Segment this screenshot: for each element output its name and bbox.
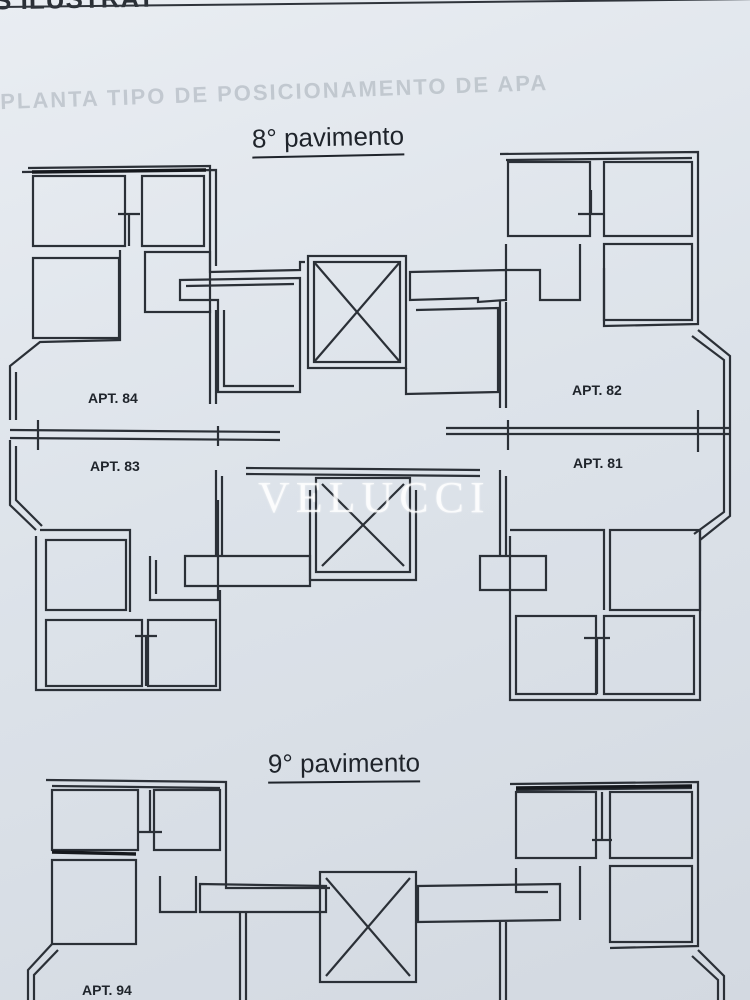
wall-9-left-kitchen bbox=[198, 882, 328, 914]
room-bottom-left-3 bbox=[146, 618, 218, 688]
room-9-left-2 bbox=[152, 788, 222, 852]
room-left-service bbox=[143, 250, 212, 314]
wall-9-left-service bbox=[158, 876, 198, 914]
wall-9-right-divider bbox=[498, 922, 508, 1000]
wall-right-kitchen-2 bbox=[404, 306, 500, 396]
wall-9-right-outer bbox=[691, 949, 726, 1000]
wall-right-outer bbox=[691, 329, 732, 541]
wall-9-tee-left bbox=[138, 790, 162, 834]
wall-outline-apt-84 bbox=[27, 164, 305, 274]
room-bottom-right-3 bbox=[602, 614, 696, 696]
wall-right-service bbox=[504, 244, 582, 302]
elevator-cross-9 bbox=[325, 877, 411, 977]
heavy-wall-top-left-9 bbox=[51, 850, 137, 856]
wall-outline-right-top bbox=[499, 150, 700, 328]
wall-left-lower bbox=[8, 440, 43, 531]
elevator-core-upper bbox=[306, 254, 408, 370]
wall-core-lower-sides bbox=[308, 490, 418, 582]
apartment-label-84: APT. 84 bbox=[88, 390, 138, 406]
room-top-right-2 bbox=[602, 160, 694, 238]
heavy-wall-top-left bbox=[31, 168, 207, 174]
wall-right-kitchen bbox=[408, 268, 508, 304]
wall-tee-right-bottom bbox=[584, 636, 610, 694]
wall-right-lower-service bbox=[478, 554, 548, 592]
wall-tee-right bbox=[578, 190, 604, 216]
wall-divider-tick bbox=[36, 420, 220, 450]
wall-tee-left bbox=[118, 212, 140, 246]
elevator-core-upper-inner bbox=[312, 260, 402, 364]
wall-left-lower-block bbox=[34, 528, 222, 692]
room-9-right-2 bbox=[608, 790, 694, 860]
wall-9-outline-left bbox=[45, 778, 330, 890]
wall-tee-left-bottom bbox=[135, 634, 157, 686]
room-top-left-1 bbox=[31, 174, 127, 248]
wall-divider-84-83-left bbox=[9, 428, 281, 442]
wall-left-lower-kitchen bbox=[183, 554, 312, 588]
watermark: VELUCCI bbox=[258, 473, 491, 522]
wall-left-kitchen bbox=[178, 276, 302, 394]
room-bottom-right-1 bbox=[608, 528, 702, 612]
room-9-left-1 bbox=[50, 788, 140, 852]
elevator-cross-upper bbox=[313, 261, 401, 363]
wall-right-lower-link bbox=[498, 470, 508, 556]
apartment-label-94: APT. 94 bbox=[82, 982, 132, 998]
elevator-cross-lower bbox=[321, 483, 405, 567]
room-9-left-3 bbox=[50, 858, 138, 946]
floor-title-9: 9° pavimento bbox=[267, 747, 421, 784]
wall-left-divider bbox=[208, 310, 218, 404]
room-bottom-left-1 bbox=[44, 538, 128, 612]
apartment-label-81: APT. 81 bbox=[573, 455, 623, 471]
room-top-right-1 bbox=[506, 160, 592, 238]
wall-9-outline-right bbox=[509, 780, 700, 950]
wall-9-right-kitchen bbox=[416, 882, 562, 924]
room-bottom-left-2 bbox=[44, 618, 144, 688]
room-bottom-right-2 bbox=[514, 614, 598, 696]
apartment-label-83: APT. 83 bbox=[90, 458, 140, 474]
wall-divider-tick-right bbox=[506, 410, 700, 452]
wall-9-left-divider bbox=[238, 912, 248, 1000]
elevator-core-9 bbox=[318, 870, 418, 984]
elevator-core-lower bbox=[314, 476, 412, 574]
wall-9-right-service bbox=[514, 866, 582, 920]
wall-left-corridor bbox=[8, 250, 122, 420]
wall-left-kitchen-inner bbox=[185, 282, 295, 388]
room-mid-left-1 bbox=[31, 256, 121, 340]
room-9-right-1 bbox=[514, 790, 598, 860]
heavy-wall-top-right-9 bbox=[515, 784, 693, 790]
wall-9-tee-right bbox=[592, 792, 612, 842]
room-9-right-3 bbox=[608, 864, 694, 944]
wall-9-left-outer bbox=[26, 943, 59, 1000]
room-mid-right-1 bbox=[602, 242, 694, 322]
wall-divider-centre-lower bbox=[245, 466, 481, 478]
wall-right-divider bbox=[498, 300, 508, 408]
wall-left-lower-link bbox=[214, 470, 224, 556]
apartment-label-82: APT. 82 bbox=[572, 382, 622, 398]
wall-left-lower-service bbox=[148, 500, 220, 602]
room-top-left-2 bbox=[140, 174, 206, 248]
wall-right-lower-block bbox=[508, 528, 702, 702]
wall-divider-82-81-right bbox=[446, 426, 730, 436]
